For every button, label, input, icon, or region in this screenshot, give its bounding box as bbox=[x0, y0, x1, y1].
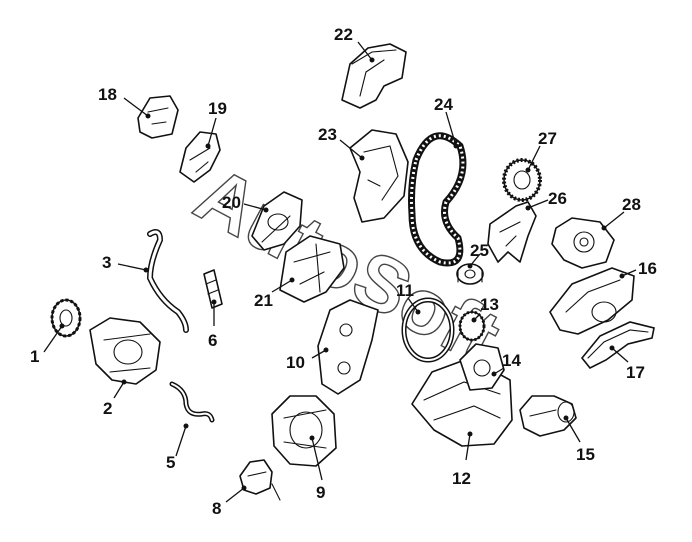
part-21-engine-bracket[interactable] bbox=[279, 235, 345, 303]
callout-14: 14 bbox=[502, 351, 521, 370]
part-15-coolant-housing[interactable] bbox=[519, 395, 577, 437]
callout-6: 6 bbox=[208, 331, 217, 350]
part-8-sensor-bracket[interactable] bbox=[239, 459, 281, 501]
part-17-gasket[interactable] bbox=[580, 321, 655, 370]
part-16-seal-housing[interactable] bbox=[549, 267, 635, 335]
callout-23: 23 bbox=[318, 125, 337, 144]
callout-3: 3 bbox=[102, 253, 111, 272]
callout-22: 22 bbox=[334, 25, 353, 44]
callout-21: 21 bbox=[254, 291, 273, 310]
callout-5: 5 bbox=[166, 453, 175, 472]
callout-12: 12 bbox=[452, 469, 471, 488]
part-2-power-steering-pump[interactable] bbox=[89, 317, 161, 385]
callout-26: 26 bbox=[548, 189, 567, 208]
part-1-pulley[interactable] bbox=[50, 298, 82, 338]
part-5-pipe[interactable] bbox=[169, 381, 215, 423]
callout-28: 28 bbox=[622, 195, 641, 214]
callout-16: 16 bbox=[638, 259, 657, 278]
callout-2: 2 bbox=[103, 399, 112, 418]
part-28-water-pump[interactable] bbox=[551, 217, 615, 269]
part-9-alternator[interactable] bbox=[271, 395, 337, 467]
callouts: 1 2 3 5 6 8 9 10 11 12 13 14 15 16 17 18 bbox=[30, 25, 657, 518]
part-14-oil-pump[interactable] bbox=[459, 343, 505, 391]
part-18-engine-mount[interactable] bbox=[137, 95, 179, 139]
callout-13: 13 bbox=[480, 295, 499, 314]
callout-20: 20 bbox=[222, 193, 241, 212]
part-24-timing-belt[interactable] bbox=[408, 132, 467, 267]
part-26-tensioner-bracket[interactable] bbox=[487, 201, 537, 263]
callout-15: 15 bbox=[576, 445, 595, 464]
callout-8: 8 bbox=[212, 499, 221, 518]
callout-1: 1 bbox=[30, 347, 39, 366]
callout-27: 27 bbox=[538, 129, 557, 148]
callout-9: 9 bbox=[316, 483, 325, 502]
callout-18: 18 bbox=[98, 85, 117, 104]
callout-19: 19 bbox=[208, 99, 227, 118]
callout-17: 17 bbox=[626, 363, 645, 382]
callout-24: 24 bbox=[434, 95, 453, 114]
callout-11: 11 bbox=[396, 281, 414, 300]
part-13-crank-sprocket[interactable] bbox=[458, 310, 486, 342]
part-22-upper-timing-cover[interactable] bbox=[341, 43, 407, 109]
callout-10: 10 bbox=[286, 353, 305, 372]
part-11-auxiliary-belt[interactable] bbox=[401, 297, 455, 363]
part-3-hose[interactable] bbox=[146, 229, 189, 333]
part-10-alternator-bracket[interactable] bbox=[317, 299, 379, 395]
part-20-housing[interactable] bbox=[251, 191, 303, 251]
part-27-camshaft-sprocket[interactable] bbox=[502, 158, 542, 202]
part-6-sensor[interactable] bbox=[203, 269, 223, 309]
callout-25: 25 bbox=[470, 241, 489, 260]
part-23-timing-cover-bracket[interactable] bbox=[349, 129, 409, 223]
